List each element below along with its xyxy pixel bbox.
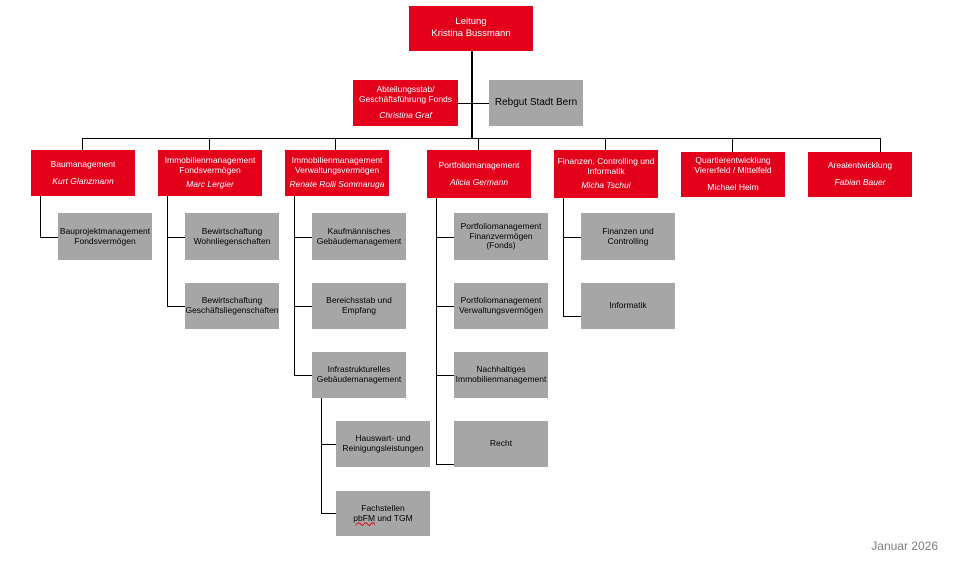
org-box-leitung: Leitung Kristina Bussmann — [409, 6, 533, 51]
unit-title: Bewirtschaftung Geschäftsliegenschaften — [185, 295, 279, 315]
unit-box: Bauprojektmanagement Fondsvermögen — [58, 213, 152, 260]
unit-box: Finanzen und Controlling — [581, 213, 675, 260]
unit-box: Bewirtschaftung Wohnliegenschaften — [185, 213, 279, 260]
dept-box-portfolio: Portfoliomanagement Alicia Germann — [427, 150, 531, 198]
unit-title: Nachhaltiges Immobilienmanagement — [455, 364, 547, 384]
connector-line — [335, 138, 336, 150]
connector-line — [732, 138, 733, 152]
org-box-title: Leitung — [455, 16, 487, 28]
dept-box-areal: Arealentwicklung Fabian Bauer — [808, 152, 912, 197]
org-box-person: Marc Lergier — [186, 179, 234, 190]
org-box-title: Portfoliomanagement — [438, 159, 520, 170]
org-box-title: Baumanagement — [50, 158, 116, 169]
connector-line — [563, 237, 581, 238]
unit-title: Bewirtschaftung Wohnliegenschaften — [193, 225, 271, 246]
connector-line — [605, 138, 606, 150]
unit-title-line: pbFM und TGM — [353, 512, 413, 524]
unit-title-part: pbFM — [353, 512, 376, 523]
org-box-title: Quartierentwicklung Viererfeld / Mittelf… — [694, 155, 772, 176]
connector-line — [563, 316, 581, 317]
connector-line — [321, 398, 322, 514]
connector-line — [40, 196, 41, 238]
unit-box: Kaufmännisches Gebäudemanagement — [312, 213, 406, 260]
connector-line — [294, 306, 312, 307]
org-box-person: Christina Graf — [379, 109, 432, 120]
connector-line — [563, 198, 564, 317]
footer-date: Januar 2026 — [871, 539, 938, 553]
connector-line — [167, 237, 185, 238]
connector-line — [471, 51, 473, 138]
org-box-person: Micha Tschui — [581, 180, 631, 191]
org-box-person: Alicia Germann — [449, 176, 509, 187]
unit-box: Informatik — [581, 283, 675, 329]
connector-line — [472, 103, 489, 104]
unit-box: Hauswart- und Reinigungsleistungen — [336, 421, 430, 467]
connector-line — [294, 196, 295, 376]
connector-line — [294, 237, 312, 238]
connector-line — [167, 306, 185, 307]
unit-title: Recht — [489, 438, 513, 449]
unit-title-part: und TGM — [377, 512, 413, 523]
org-box-title: Rebgut Stadt Bern — [494, 97, 578, 109]
org-box-person: Kristina Bussmann — [431, 28, 511, 39]
dept-box-quartier: Quartierentwicklung Viererfeld / Mittelf… — [681, 152, 785, 197]
org-box-rebgut: Rebgut Stadt Bern — [489, 80, 583, 126]
connector-line — [321, 444, 336, 445]
connector-line — [294, 375, 312, 376]
connector-line — [436, 306, 454, 307]
unit-title: Kaufmännisches Gebäudemanagement — [316, 225, 402, 246]
connector-line — [436, 237, 454, 238]
unit-title: Finanzen und Controlling — [602, 225, 654, 246]
unit-box: Portfoliomanagement Verwaltungsvermögen — [454, 283, 548, 329]
connector-line — [40, 237, 58, 238]
connector-line — [880, 138, 881, 152]
unit-box: Portfoliomanagement Finanzvermögen (Fond… — [454, 213, 548, 260]
unit-title: Bereichsstab und Empfang — [326, 295, 392, 315]
connector-line — [478, 138, 479, 150]
org-box-title: Finanzen, Controlling und Informatik — [557, 155, 655, 176]
connector-line — [436, 198, 437, 465]
unit-title: Portfoliomanagement Verwaltungsvermögen — [458, 295, 544, 315]
org-box-title: Arealentwicklung — [827, 160, 893, 171]
unit-title: Hauswart- und Reinigungsleistungen — [342, 433, 424, 453]
org-box-staff: Abteilungsstab/ Geschäftsführung Fonds C… — [353, 80, 458, 126]
unit-box: Nachhaltiges Immobilienmanagement — [454, 352, 548, 398]
dept-box-finanzen: Finanzen, Controlling und Informatik Mic… — [554, 150, 658, 198]
connector-line — [209, 138, 210, 150]
unit-title: Bauprojektmanagement Fondsvermögen — [59, 225, 151, 246]
unit-box: Infrastrukturelles Gebäudemanagement — [312, 352, 406, 398]
unit-box: Bereichsstab und Empfang — [312, 283, 406, 329]
unit-title: Infrastrukturelles Gebäudemanagement — [316, 364, 402, 384]
org-box-person: Fabian Bauer — [834, 177, 886, 187]
connector-line — [82, 138, 83, 150]
connector-line — [167, 196, 168, 307]
org-box-person: Renate Rolli Sommaruga — [289, 179, 385, 190]
connector-line — [321, 513, 336, 514]
connector-line — [436, 464, 454, 465]
org-box-title: Immobilienmanagement Fondsvermögen — [164, 154, 256, 175]
org-box-title: Immobilienmanagement Verwaltungsvermögen — [291, 154, 383, 175]
unit-title: Fachstellen — [361, 502, 405, 513]
org-box-title: Abteilungsstab/ Geschäftsführung Fonds — [358, 84, 453, 105]
unit-box: Bewirtschaftung Geschäftsliegenschaften — [185, 283, 279, 329]
unit-box: Fachstellen pbFM und TGM — [336, 491, 430, 536]
dept-box-immo-verwaltung: Immobilienmanagement Verwaltungsvermögen… — [285, 150, 389, 196]
connector-line — [436, 375, 454, 376]
dept-box-immo-fonds: Immobilienmanagement Fondsvermögen Marc … — [158, 150, 262, 196]
connector-line — [82, 138, 880, 139]
unit-box: Recht — [454, 421, 548, 467]
unit-title: Informatik — [609, 300, 647, 311]
org-box-person: Kurt Glanzmann — [52, 175, 114, 186]
connector-line — [458, 103, 472, 104]
org-box-person: Michael Heim — [707, 181, 759, 192]
dept-box-baumanagement: Baumanagement Kurt Glanzmann — [31, 150, 135, 196]
unit-title: Portfoliomanagement Finanzvermögen (Fond… — [460, 220, 542, 251]
